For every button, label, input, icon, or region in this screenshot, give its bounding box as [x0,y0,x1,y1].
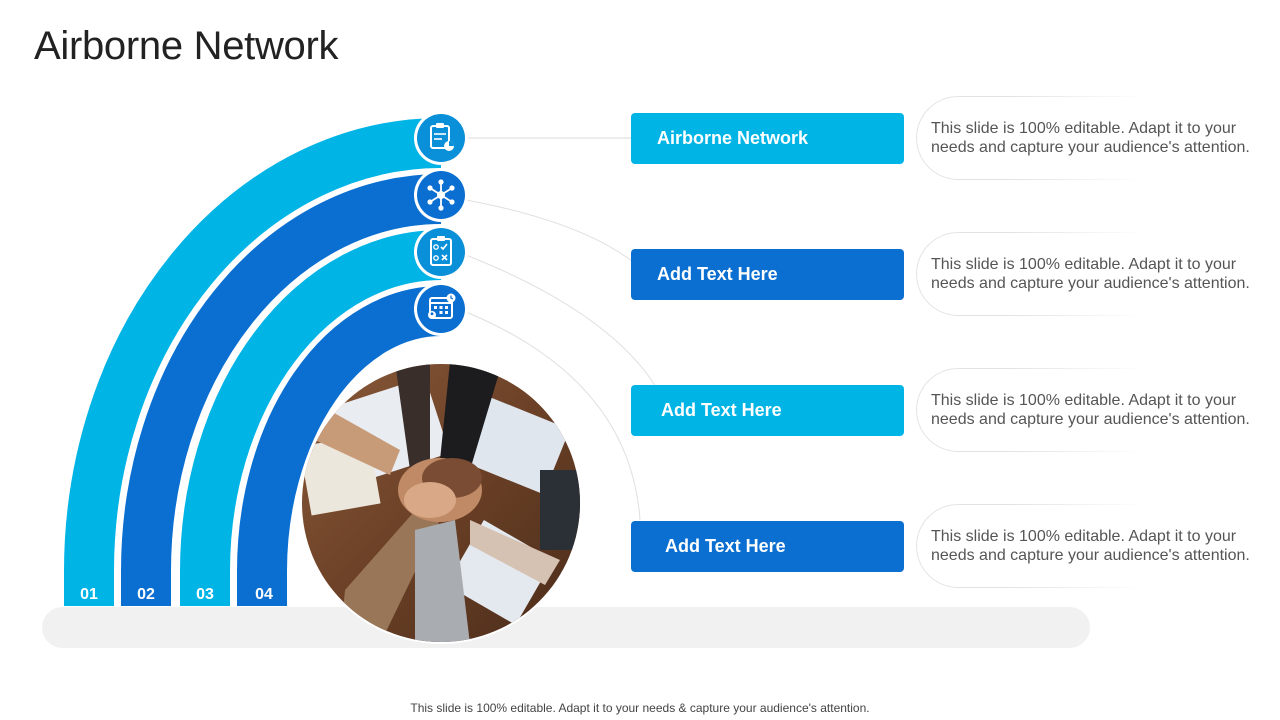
connector-line-4 [465,311,641,521]
item-label-1: Airborne Network [631,113,904,164]
teamwork-hands-photo [300,362,582,644]
item-description-4: This slide is 100% editable. Adapt it to… [916,504,1276,588]
item-description-3: This slide is 100% editable. Adapt it to… [916,368,1276,452]
item-label-3: Add Text Here [631,385,904,436]
arc-number-3: 03 [196,586,214,603]
item-description-text-3: This slide is 100% editable. Adapt it to… [931,392,1250,428]
arc-3 [180,230,442,606]
item-description-1: This slide is 100% editable. Adapt it to… [916,96,1276,180]
page-title: Airborne Network [34,24,339,68]
item-label-4: Add Text Here [631,521,904,572]
network-nodes-icon [414,168,468,222]
clipboard-chart-icon [414,111,468,165]
desc-outline-4 [916,504,1146,588]
checklist-icon [414,225,468,279]
arc-number-2: 02 [137,586,155,603]
arc-number-1: 01 [80,586,98,603]
arc-2 [121,174,442,606]
desc-outline-2 [916,232,1146,316]
item-description-text-1: This slide is 100% editable. Adapt it to… [931,120,1250,156]
item-label-2: Add Text Here [631,249,904,300]
footer-note: This slide is 100% editable. Adapt it to… [410,701,870,715]
desc-outline-3 [916,368,1146,452]
item-description-2: This slide is 100% editable. Adapt it to… [916,232,1276,316]
base-bar [42,607,1090,648]
desc-outline-1 [916,96,1146,180]
arc-number-4: 04 [255,586,273,603]
arc-1 [64,118,442,606]
item-description-text-4: This slide is 100% editable. Adapt it to… [931,528,1250,564]
calendar-people-icon [414,282,468,336]
connector-line-2 [465,199,651,278]
arc-4 [237,286,442,606]
item-description-text-2: This slide is 100% editable. Adapt it to… [931,256,1250,292]
